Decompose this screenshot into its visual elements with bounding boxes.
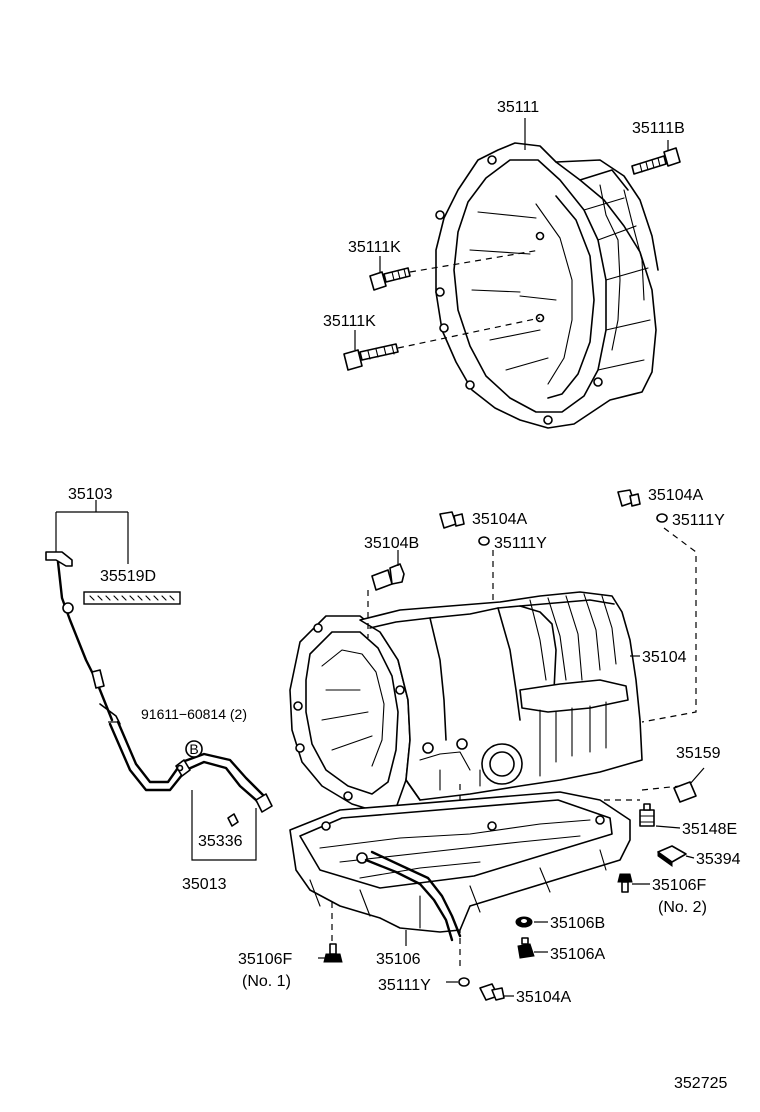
label-35111: 35111: [497, 99, 539, 116]
label-35104: 35104: [642, 649, 687, 666]
part-35394-icon: [657, 845, 695, 867]
diagram-number: 352725: [674, 1075, 727, 1092]
label-35104a-right: 35104A: [648, 487, 703, 504]
o-ring-35111y-middle-icon: [478, 536, 490, 546]
drain-plug-35106a-icon: [517, 937, 548, 959]
label-35111y-middle: 35111Y: [494, 535, 547, 552]
label-35336: 35336: [198, 833, 243, 850]
label-35148e: 35148E: [682, 821, 737, 838]
part-35159-icon: [673, 767, 705, 803]
circle-b-marker: [185, 740, 203, 758]
bolt-35106f-no2-icon: [617, 873, 650, 893]
washer-35106b-icon: [515, 916, 548, 928]
label-35104a-middle: 35104A: [472, 511, 527, 528]
label-35394: 35394: [696, 851, 741, 868]
label-tag-35519d-icon: [83, 591, 181, 605]
label-35106f-no1: 35106F: [238, 951, 292, 968]
bolt-35111b-icon: [631, 147, 681, 175]
label-35104b: 35104B: [364, 535, 419, 552]
label-35104a-bottom: 35104A: [516, 989, 571, 1006]
bell-housing: [435, 142, 659, 429]
o-ring-35111y-bottom-icon: [458, 977, 470, 987]
label-91611-60814: 91611−60814 (2): [141, 706, 247, 722]
label-no2: (No. 2): [658, 899, 707, 916]
bolt-35111k-upper-icon: [369, 249, 541, 291]
label-35519d: 35519D: [100, 568, 156, 585]
label-35111y-bottom: 35111Y: [378, 977, 431, 994]
transmission-case: [289, 591, 643, 813]
plug-35104a-bottom-icon: [479, 983, 514, 1001]
breather-plug-35104b-icon: [371, 563, 405, 591]
plug-35336-icon: [227, 813, 239, 827]
label-35103: 35103: [68, 486, 113, 503]
label-35111k-upper: 35111K: [348, 239, 401, 256]
label-35106b: 35106B: [550, 915, 605, 932]
dipstick-tube-35013: [108, 720, 273, 813]
label-35111k-lower: 35111K: [323, 313, 376, 330]
label-35159: 35159: [676, 745, 721, 762]
label-35106: 35106: [376, 951, 421, 968]
label-no1: (No. 1): [242, 973, 291, 990]
plug-35104a-right-icon: [617, 489, 641, 507]
label-35111y-right: 35111Y: [672, 512, 725, 529]
circle-b-label: B: [189, 741, 198, 757]
plug-35104a-middle-icon: [439, 511, 465, 529]
oil-pan: [289, 791, 631, 942]
bolt-35106f-no1-icon: [318, 943, 343, 963]
label-35013: 35013: [182, 876, 227, 893]
o-ring-35111y-right-icon: [656, 513, 668, 523]
label-35106f-no2: 35106F: [652, 877, 706, 894]
label-35106a: 35106A: [550, 946, 605, 963]
bolt-35111k-lower-icon: [343, 317, 541, 371]
part-35148e-icon: [639, 803, 681, 829]
label-35111b: 35111B: [632, 120, 685, 137]
